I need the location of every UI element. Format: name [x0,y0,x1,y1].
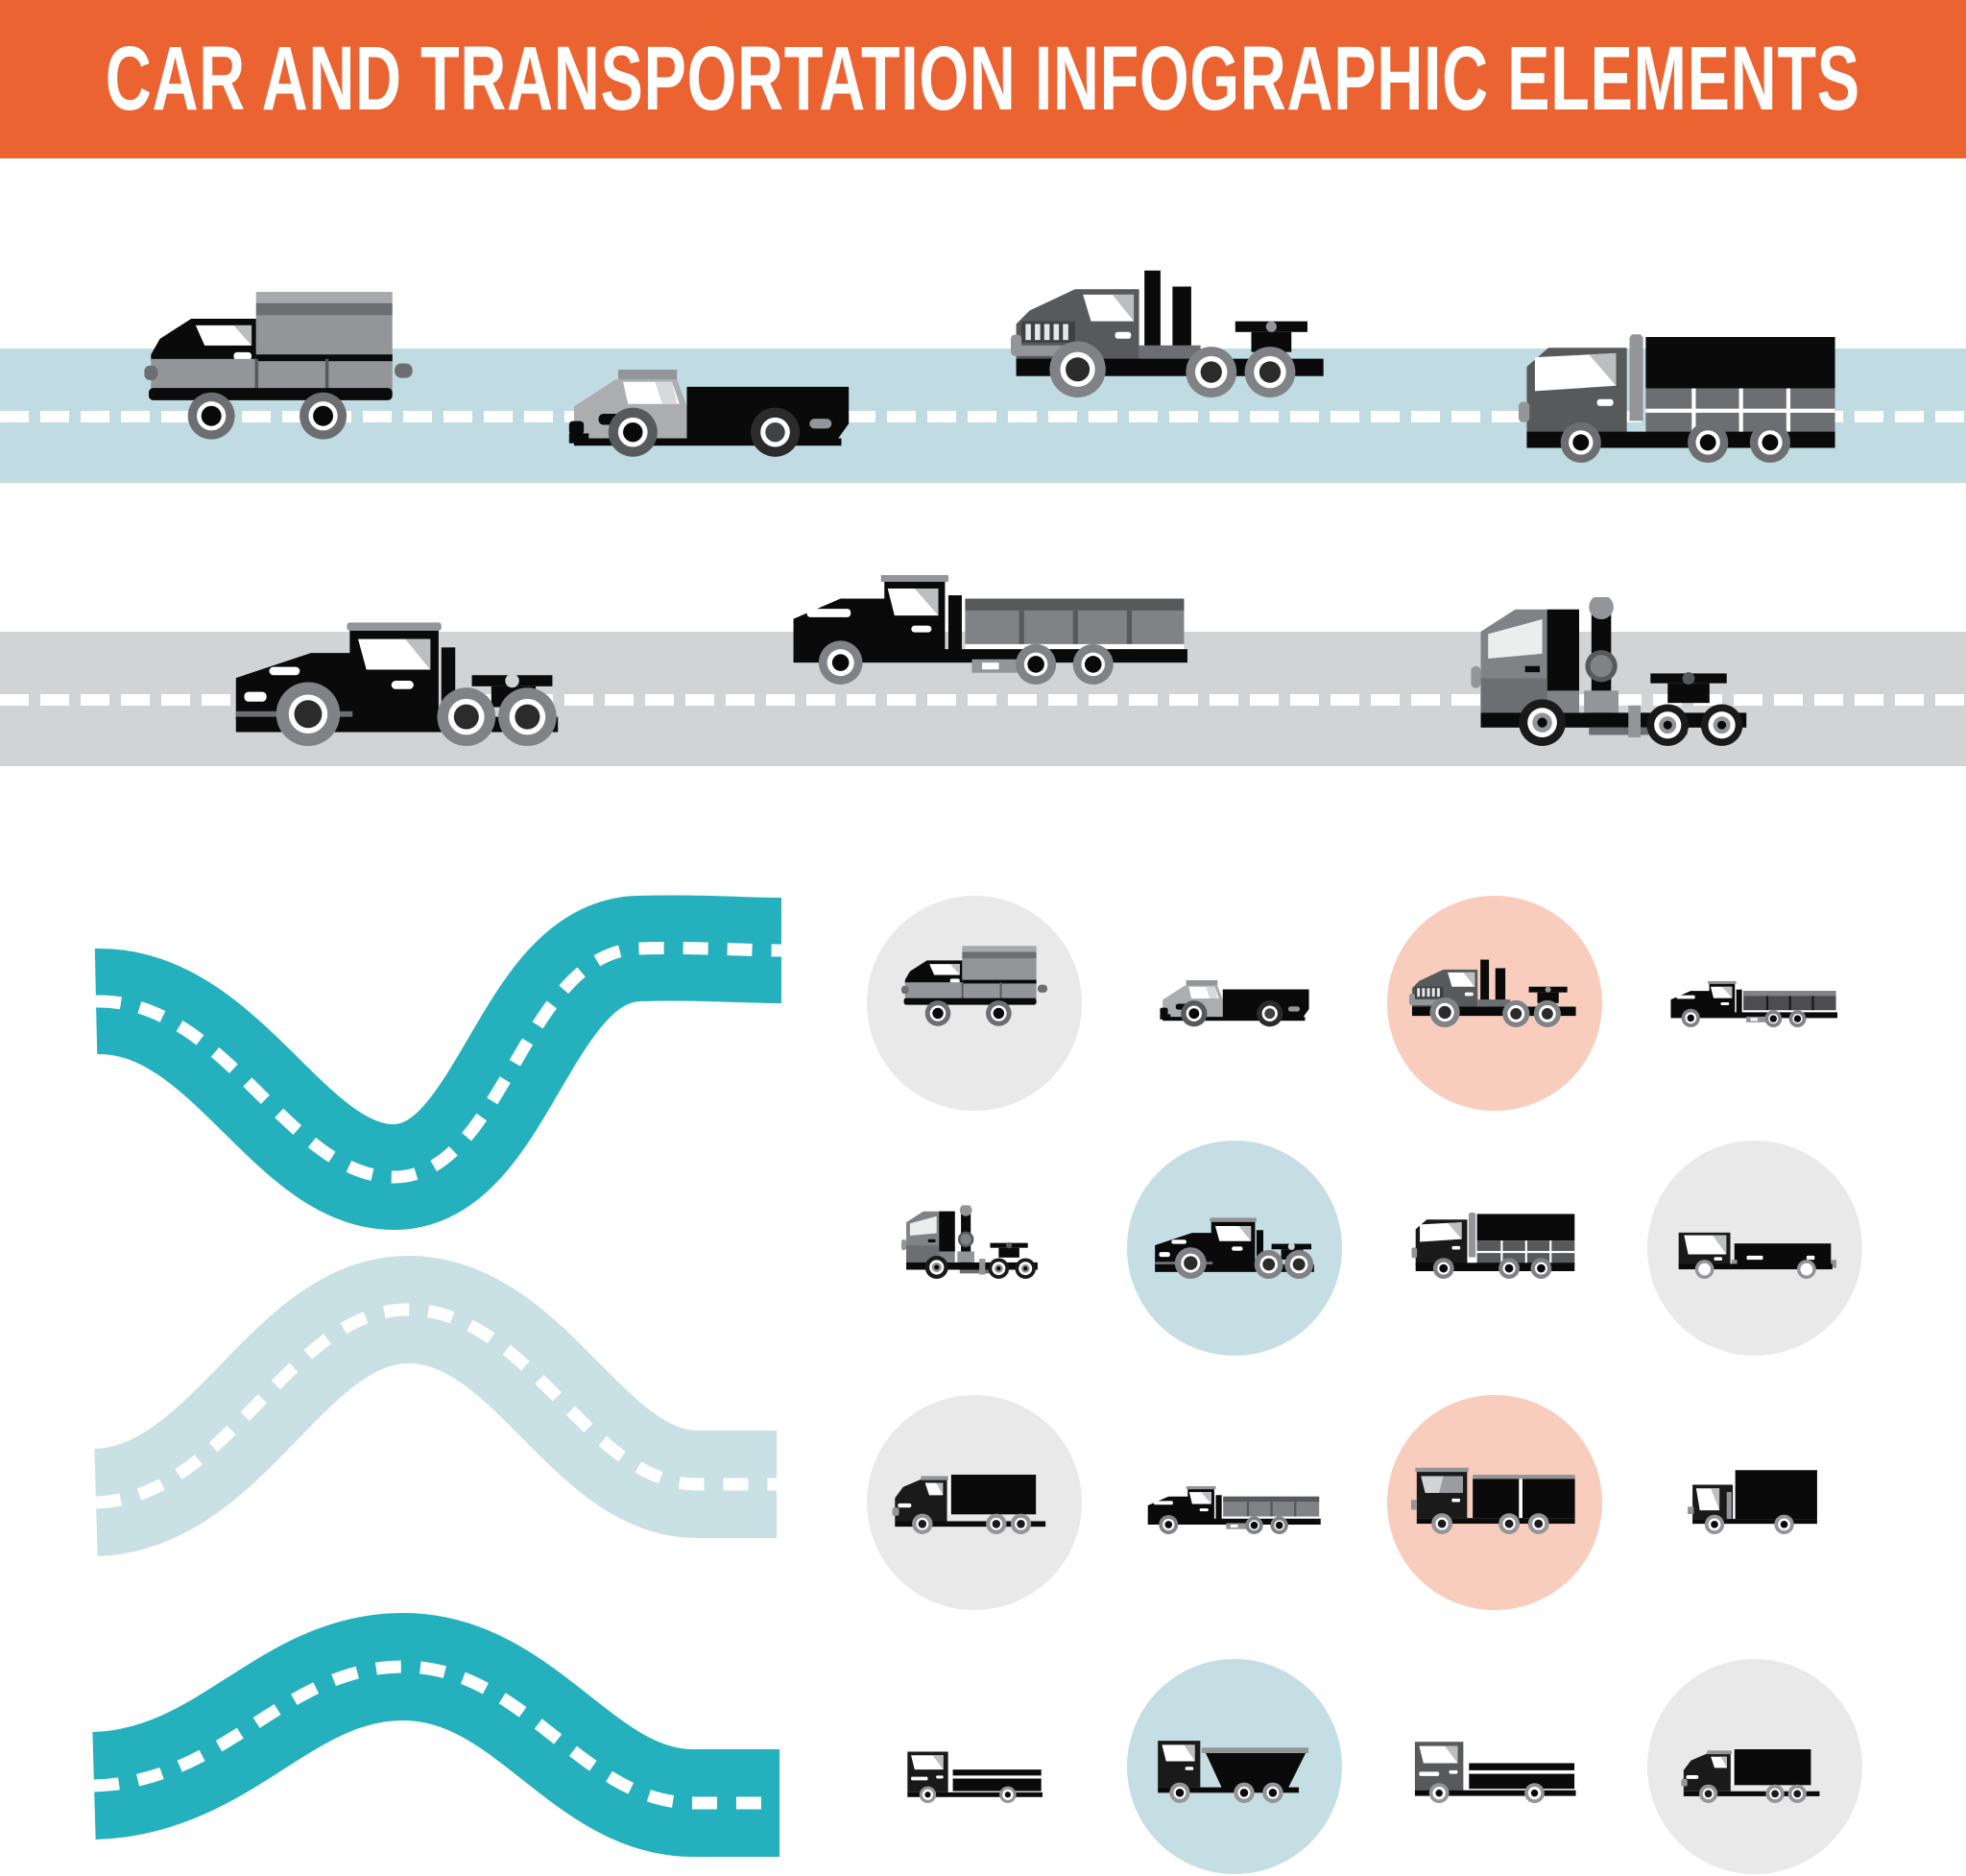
cabover-tractor-truck-icon [1471,597,1766,746]
curved-road-teal-bottom-icon [90,1612,779,1857]
box-cargo-truck-icon [1681,1741,1830,1803]
service-truck-icon [1411,1463,1579,1534]
road-strip-light-blue-center-line [0,411,1966,422]
cabover-tractor-truck-icon [901,1205,1047,1279]
semi-tractor-truck-icon [1152,1216,1317,1279]
covered-pickup-truck-icon [901,946,1047,1027]
dump-truck-icon [1152,1734,1317,1803]
flatbed-truck-icon [1409,1739,1580,1803]
box-van-truck-icon [1688,1470,1822,1534]
dropside-truck-icon [1146,1486,1324,1534]
cargo-truck-icon [1411,1213,1579,1279]
open-bed-truck-icon [1673,1223,1836,1279]
cargo-truck-icon [1519,334,1843,463]
chassis-truck-icon [1409,958,1580,1027]
chassis-truck-icon [1011,268,1331,397]
header-banner: CAR AND TRANSPORTATION INFOGRAPHIC ELEME… [0,0,1966,158]
curved-road-pale-blue-icon [91,1255,777,1556]
page-title: CAR AND TRANSPORTATION INFOGRAPHIC ELEME… [105,28,1861,130]
covered-pickup-truck-icon [144,292,413,442]
curved-road-teal-top-icon [94,895,782,1231]
flatbed-truck-icon [902,1749,1046,1803]
dropside-truck-icon [789,575,1195,685]
semi-tractor-truck-icon [230,619,563,746]
dropside-truck-icon [1669,965,1840,1027]
pickup-truck-icon [1156,980,1313,1027]
pickup-truck-icon [562,370,856,458]
box-cargo-truck-icon [892,1465,1057,1534]
